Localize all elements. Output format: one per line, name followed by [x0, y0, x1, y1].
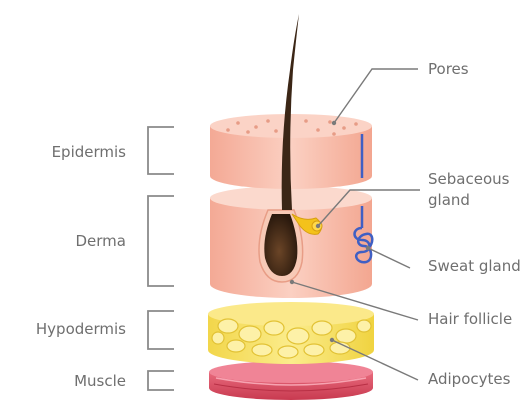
label-hair-follicle: Hair follicle: [428, 310, 512, 329]
epidermis-layer: [210, 14, 372, 210]
hypodermis-layer: [208, 302, 374, 364]
label-muscle: Muscle: [24, 372, 126, 391]
label-hypodermis: Hypodermis: [14, 320, 126, 339]
label-adipocytes: Adipocytes: [428, 370, 510, 389]
epidermis-bracket: [148, 127, 174, 174]
label-sweat-gland: Sweat gland: [428, 257, 521, 276]
label-epidermis: Epidermis: [24, 143, 126, 162]
hypodermis-bracket: [148, 311, 174, 349]
left-brackets: [148, 127, 174, 390]
muscle-bracket: [148, 371, 174, 390]
sweat-gland-leader: [368, 248, 410, 268]
derma-bracket: [148, 196, 174, 286]
muscle-layer: [209, 361, 373, 400]
label-derma: Derma: [24, 232, 126, 251]
label-pores: Pores: [428, 60, 469, 79]
label-sebaceous-gland-line2: gland: [428, 191, 470, 210]
pores-leader: [334, 69, 418, 123]
label-sebaceous-gland-line1: Sebaceous: [428, 170, 509, 189]
